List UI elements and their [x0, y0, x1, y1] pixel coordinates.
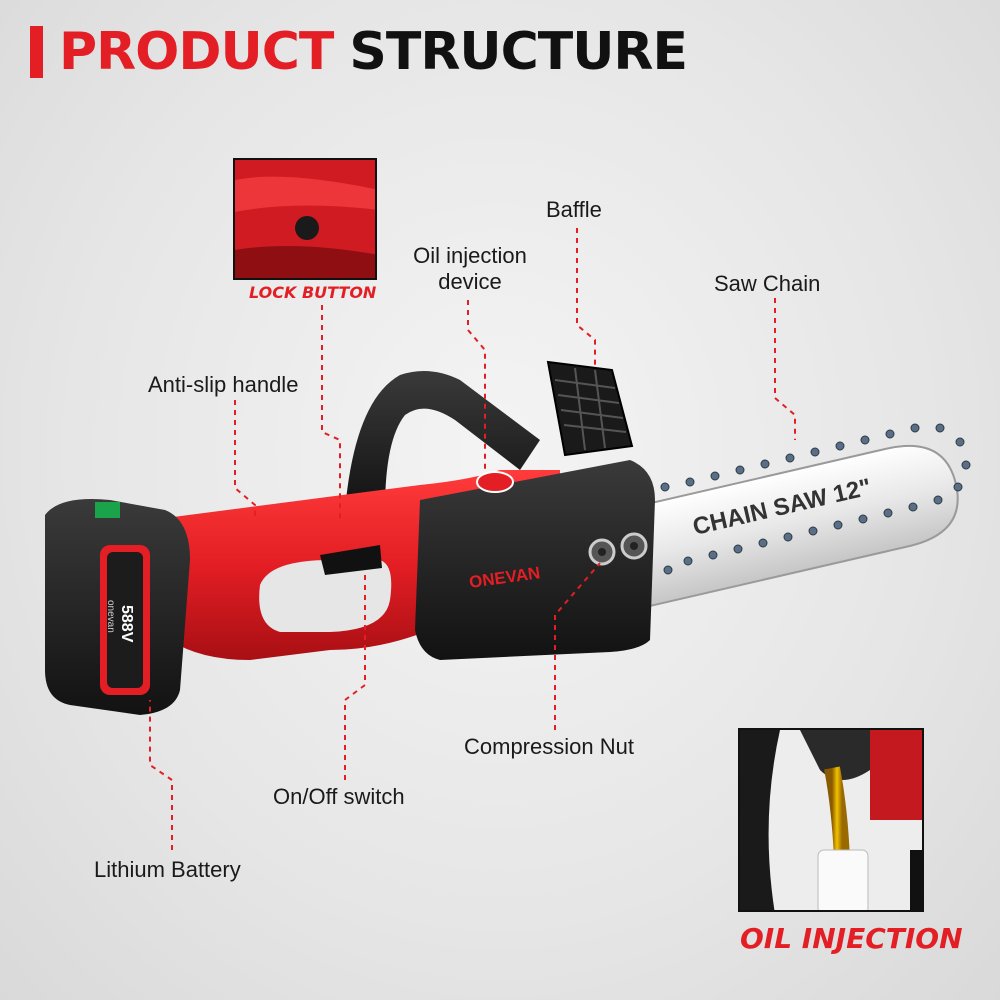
label-baffle: Baffle: [546, 197, 602, 222]
baffle-guard: [546, 360, 634, 457]
label-lithium-battery: Lithium Battery: [94, 857, 241, 882]
leader-on-off: [344, 570, 366, 780]
label-on-off-switch: On/Off switch: [273, 784, 405, 809]
page-title: PRODUCT STRUCTURE: [30, 22, 688, 82]
title-accent-bar: [30, 26, 43, 78]
battery-pack: [45, 499, 190, 715]
lock-button-inset: [233, 158, 377, 280]
label-oil-injection-device: Oil injection device: [413, 243, 527, 294]
leader-saw-chain: [774, 298, 796, 440]
saw-chain: [660, 423, 971, 575]
top-handle: [345, 371, 540, 510]
compression-nuts: [588, 532, 648, 566]
lock-button-illustration: [235, 160, 375, 278]
oil-injection-inset: [738, 728, 924, 912]
leader-battery: [149, 700, 173, 850]
title-product: PRODUCT: [59, 22, 334, 82]
leader-anti-slip: [234, 400, 256, 520]
oil-cap: [476, 471, 514, 493]
leader-oil-device: [467, 300, 486, 470]
motor-housing: [415, 460, 655, 660]
lock-button-caption: LOCK BUTTON: [249, 283, 377, 302]
leader-compression-nut: [554, 562, 601, 730]
battery-voltage: 588V: [118, 605, 135, 643]
leader-lock-button: [321, 305, 341, 520]
leader-lines: [149, 228, 796, 850]
battery-brand: onevan: [105, 600, 116, 633]
label-saw-chain: Saw Chain: [714, 271, 821, 296]
leader-baffle: [576, 228, 596, 368]
title-structure: STRUCTURE: [349, 22, 688, 82]
lock-button-icon: [295, 216, 319, 240]
label-compression-nut: Compression Nut: [464, 734, 634, 759]
trigger: [320, 545, 382, 575]
label-anti-slip-handle: Anti-slip handle: [148, 372, 299, 397]
oil-injection-caption: OIL INJECTION: [740, 922, 963, 955]
oil-injection-illustration: [740, 730, 922, 910]
